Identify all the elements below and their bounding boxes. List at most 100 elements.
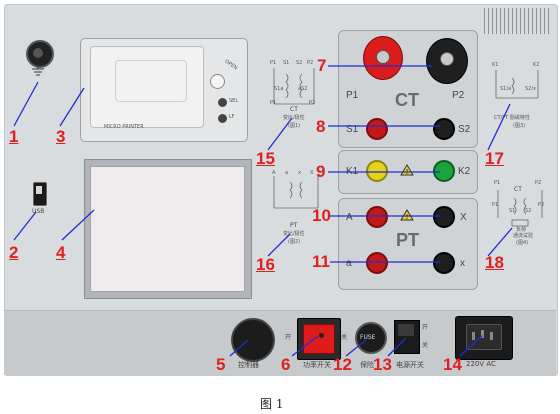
main-power-switch-rocker <box>398 324 414 336</box>
pt-a-small-jack[interactable] <box>366 252 388 274</box>
d4-caption2: (图4) <box>516 240 529 246</box>
callout-6: 6 <box>281 355 291 374</box>
diagram3-excitation <box>495 70 539 99</box>
ct-p2-clamp-hub <box>440 52 454 66</box>
d3-caption1: CT/PT 励磁特性 <box>494 115 530 121</box>
fuse-knob-label: FUSE <box>360 334 376 341</box>
d1-s1: S1 <box>283 60 290 66</box>
controller-label: 控制器 <box>238 361 259 369</box>
ct-big-label: CT <box>395 90 419 110</box>
leader-1 <box>13 81 39 127</box>
main-switch-off-label: 关 <box>422 342 429 349</box>
diagram2-pt-ratio-polarity <box>273 176 319 209</box>
ac-voltage-label: 220V AC <box>466 360 496 368</box>
leader-4 <box>61 209 95 241</box>
pt-big-label: PT <box>396 230 420 250</box>
ct-p1-label: P1 <box>346 90 359 101</box>
d4-note: 负荷 <box>516 227 527 233</box>
leader-17 <box>487 103 511 151</box>
d2-a2: a <box>285 170 289 176</box>
d1-p2: P2 <box>307 60 314 66</box>
leader-3 <box>59 87 85 127</box>
leader-5 <box>229 339 249 357</box>
fuse-label: 保险 <box>360 361 374 369</box>
d2-x2: x <box>298 170 301 176</box>
d1-caption1: 变比/极性 <box>283 115 305 121</box>
k2-jack[interactable] <box>433 160 455 182</box>
d4-s2: S2 <box>525 208 532 214</box>
d1-s2b: aS2 <box>298 86 308 92</box>
power-switch-label: 功率开关 <box>303 361 331 369</box>
ac-inlet-pin <box>472 332 475 340</box>
power-switch-rocker[interactable] <box>303 324 335 354</box>
controller-knob[interactable] <box>231 318 275 362</box>
d1-caption2: (图1) <box>288 123 301 129</box>
usb-label: USB <box>32 208 45 215</box>
printer-sel-label: SEL <box>229 98 239 104</box>
d4-p2: P2 <box>535 180 542 186</box>
ground-icon <box>32 64 44 76</box>
callout-15: 15 <box>256 149 275 168</box>
ct-s2-jack[interactable] <box>433 118 455 140</box>
callout-4: 4 <box>56 243 66 262</box>
d1-p2b: P2 <box>309 100 316 106</box>
lcd-screen[interactable] <box>90 166 245 292</box>
d4-p2b: P2 <box>538 202 545 208</box>
ct-s1-jack[interactable] <box>366 118 388 140</box>
callout-8: 8 <box>316 117 326 136</box>
pt-a-label: A <box>346 212 353 223</box>
leader-16 <box>267 233 291 257</box>
d3-caption2: (图3) <box>513 123 526 129</box>
printer-open-button[interactable] <box>210 74 225 89</box>
ac-inlet-pin <box>481 330 484 338</box>
leader-13 <box>387 337 407 357</box>
callout-13: 13 <box>373 355 392 374</box>
ct-s1-label: S1 <box>346 124 359 135</box>
printer-paper-cover[interactable] <box>90 46 204 128</box>
ct-s2-label: S2 <box>458 124 471 135</box>
pt-x-jack[interactable] <box>433 206 455 228</box>
d4-ct: CT <box>514 186 522 193</box>
d4-p1: P1 <box>494 180 501 186</box>
pt-a-small-label: a <box>346 258 352 269</box>
d2-caption1: 变比/极性 <box>283 231 305 237</box>
callout-7: 7 <box>317 56 327 75</box>
leader-12 <box>345 339 367 357</box>
leader-14 <box>459 335 483 357</box>
printer-sel-button[interactable] <box>218 98 227 107</box>
printer-brand-label: MICRO PRINTER <box>104 124 144 130</box>
main-switch-label: 电源开关 <box>396 361 424 369</box>
leader-18 <box>487 227 513 257</box>
d3-k1: K1 <box>492 62 499 68</box>
main-switch-on-label: 开 <box>422 324 429 331</box>
callout-9: 9 <box>316 162 326 181</box>
d3-s1a: S1/a <box>500 86 512 92</box>
svg-text:!: ! <box>406 213 409 221</box>
callout-11: 11 <box>312 252 330 271</box>
d4-p1b: P1 <box>492 202 499 208</box>
diagram1-ct-ratio-polarity <box>273 68 315 105</box>
fuse-holder[interactable] <box>355 322 387 354</box>
leader-2 <box>13 211 37 241</box>
leader-15 <box>267 117 293 151</box>
figure-caption: 图 1 <box>260 397 284 411</box>
ct-p1-clamp-hub <box>376 50 390 64</box>
callout-16: 16 <box>256 255 275 274</box>
k1-jack[interactable] <box>366 160 388 182</box>
callout-5: 5 <box>216 355 226 374</box>
d2-pt: PT <box>290 222 298 229</box>
pt-a-jack[interactable] <box>366 206 388 228</box>
callout-18: 18 <box>485 253 504 272</box>
diagram4-current-flow <box>497 190 543 227</box>
d4-s1: S1 <box>509 208 516 214</box>
ac-inlet-pin <box>490 332 493 340</box>
d1-p1b: P1 <box>270 100 277 106</box>
k2-label: K2 <box>458 166 471 177</box>
pt-x-small-jack[interactable] <box>433 252 455 274</box>
d2-x: X <box>310 170 314 176</box>
d3-s2x: S2/x <box>525 86 536 92</box>
ct-p2-label: P2 <box>452 90 465 101</box>
leader-6 <box>291 335 319 357</box>
printer-lf-button[interactable] <box>218 114 227 123</box>
